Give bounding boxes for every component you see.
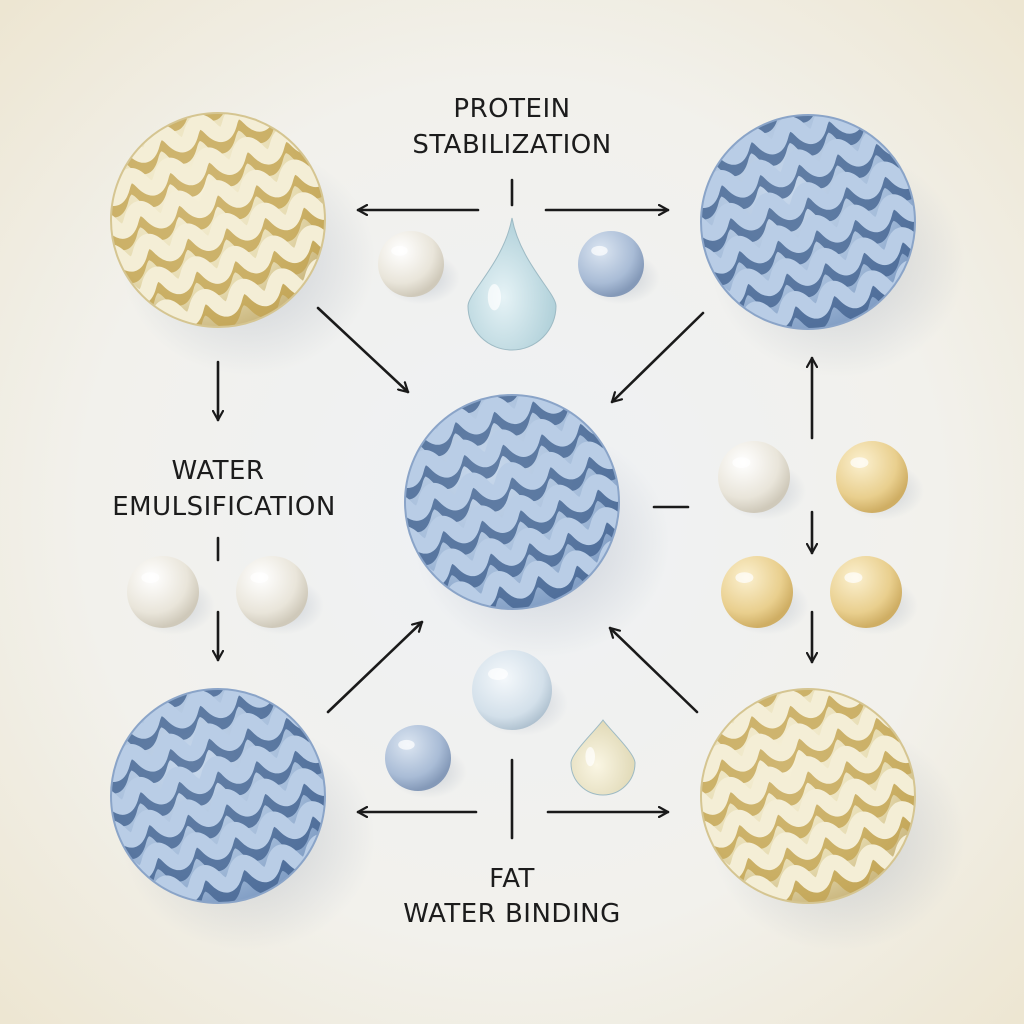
small-yellow-bead: [830, 556, 918, 635]
label-protein: PROTEIN: [453, 94, 570, 124]
label-water-binding: WATER BINDING: [403, 899, 620, 929]
small-white-bead: [236, 556, 324, 635]
large-cream-sphere: [110, 112, 375, 375]
label-fat: FAT: [489, 864, 535, 894]
small-blue-bead: [385, 725, 467, 799]
small-yellow-bead: [721, 556, 809, 635]
small-white-bead: [378, 231, 460, 305]
small-clear-bead: [472, 650, 568, 736]
small-white-bead: [127, 556, 215, 635]
beads-layer: [127, 217, 924, 799]
fat-drop-icon: [570, 719, 636, 796]
spheres-layer: [110, 112, 965, 951]
small-blue-bead: [578, 231, 660, 305]
arrow-icon: [316, 306, 410, 394]
water-drop-icon: [467, 217, 557, 351]
arrow-icon: [608, 626, 699, 714]
small-yellow-bead: [836, 441, 924, 520]
label-stabilization: STABILIZATION: [412, 130, 611, 160]
small-white-bead: [718, 441, 806, 520]
label-emulsification: EMULSIFICATION: [112, 492, 336, 522]
large-blue-sphere: [404, 394, 669, 657]
arrows-layer: [218, 178, 812, 840]
arrow-icon: [326, 620, 424, 714]
label-water: WATER: [172, 456, 265, 486]
arrow-icon: [610, 311, 705, 404]
